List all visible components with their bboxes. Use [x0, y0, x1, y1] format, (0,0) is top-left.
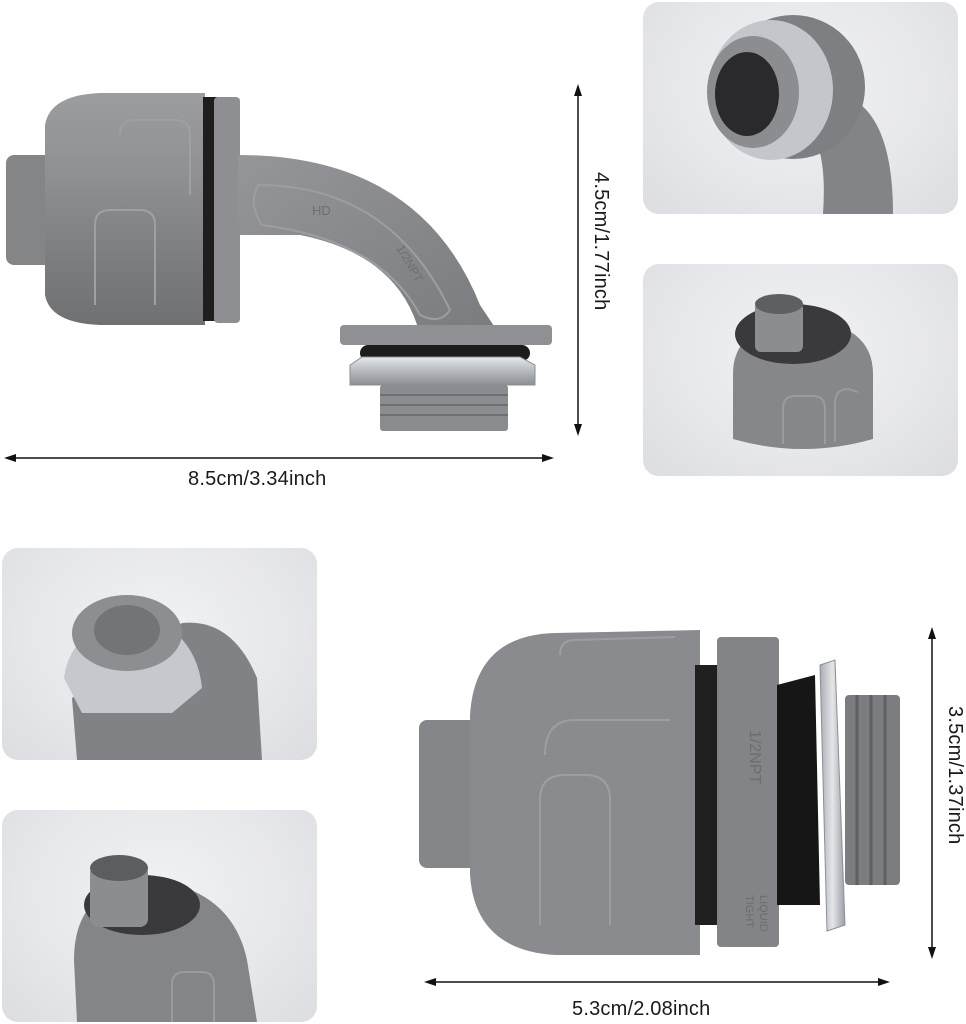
- elbow-height-label: 4.5cm/1.77inch: [590, 172, 612, 311]
- embossed-npt-text-2: 1/2NPT: [746, 730, 763, 784]
- embossed-hd-text: HD: [312, 203, 331, 218]
- straight-height-arrow: [928, 627, 936, 959]
- detail-panel-cap-end: [643, 264, 958, 476]
- straight-connector-image: 1/2NPT LIQUID TIGHT: [415, 625, 920, 960]
- straight-width-label: 5.3cm/2.08inch: [572, 998, 711, 1020]
- detail-panel-cap-angled: [2, 810, 317, 1022]
- straight-height-label: 3.5cm/1.37inch: [944, 706, 966, 845]
- straight-width-arrow: [424, 978, 890, 986]
- detail-panel-threaded-end: [643, 2, 958, 214]
- elbow-width-arrow: [4, 454, 554, 462]
- elbow-width-label: 8.5cm/3.34inch: [188, 468, 327, 490]
- elbow-fitting-image: HD 1/2NPT: [0, 85, 560, 440]
- embossed-liquid-text: LIQUID: [757, 895, 769, 932]
- embossed-tight-text: TIGHT: [743, 895, 755, 928]
- detail-panel-threaded-angled: [2, 548, 317, 760]
- elbow-height-arrow: [574, 84, 582, 436]
